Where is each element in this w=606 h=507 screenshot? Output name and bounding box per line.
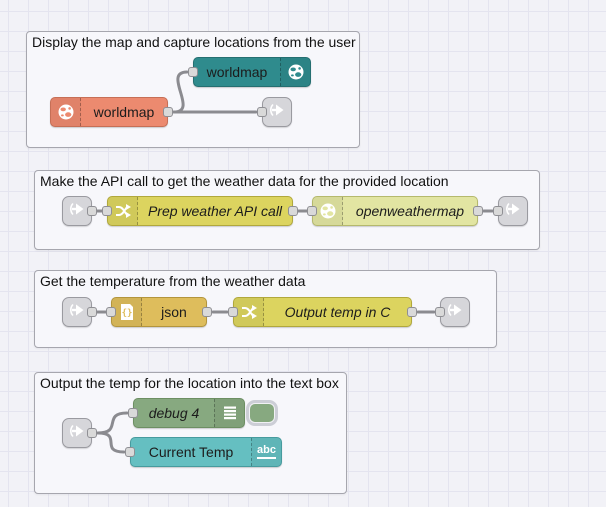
node-json[interactable]: {} json <box>106 297 212 327</box>
json-file-icon: {} <box>112 298 142 326</box>
node-change-output-temp[interactable]: Output temp in C <box>228 297 417 327</box>
output-port[interactable] <box>288 206 298 216</box>
wire-worldmap-to-worldmap-out[interactable] <box>172 70 189 114</box>
node-label: Prep weather API call <box>147 203 283 219</box>
output-port[interactable] <box>87 307 97 317</box>
group-display-map[interactable]: Display the map and capture locations fr… <box>26 31 360 148</box>
input-port[interactable] <box>188 67 198 77</box>
node-link-out-2[interactable] <box>493 196 528 226</box>
wire-link-in-to-debug[interactable] <box>96 411 129 435</box>
svg-text:{}: {} <box>121 309 132 319</box>
output-port[interactable] <box>473 206 483 216</box>
input-port[interactable] <box>128 408 138 418</box>
abc-text-glyph: abc <box>257 445 276 459</box>
group-label: Make the API call to get the weather dat… <box>40 173 449 189</box>
node-change-prep-weather[interactable]: Prep weather API call <box>102 196 298 226</box>
globe-icon <box>51 98 81 126</box>
output-port[interactable] <box>87 428 97 438</box>
link-arrow-icon <box>68 422 86 445</box>
node-openweathermap[interactable]: openweathermap <box>307 196 483 226</box>
input-port[interactable] <box>493 206 503 216</box>
shuffle-icon <box>234 298 264 326</box>
output-port[interactable] <box>407 307 417 317</box>
input-port[interactable] <box>307 206 317 216</box>
abc-text-icon: abc <box>251 438 281 466</box>
link-arrow-icon <box>504 200 522 223</box>
node-label: Current Temp <box>148 444 234 460</box>
debug-list-icon <box>223 406 236 420</box>
output-port[interactable] <box>202 307 212 317</box>
globe-icon <box>58 104 73 120</box>
node-label: worldmap <box>93 104 155 120</box>
shuffle-icon <box>241 305 257 319</box>
node-link-in-2[interactable] <box>62 297 97 327</box>
input-port[interactable] <box>228 307 238 317</box>
debug-toggle-button[interactable] <box>246 400 278 426</box>
node-link-in-3[interactable] <box>62 418 97 448</box>
globe-icon <box>313 197 343 225</box>
globe-icon <box>280 58 310 86</box>
link-arrow-icon <box>270 103 284 116</box>
input-port[interactable] <box>257 107 267 117</box>
input-port[interactable] <box>435 307 445 317</box>
node-link-in-1[interactable] <box>62 196 97 226</box>
node-link-out-3[interactable] <box>435 297 470 327</box>
link-arrow-icon <box>70 202 84 215</box>
node-worldmap-in[interactable]: worldmap <box>50 97 173 127</box>
output-port[interactable] <box>87 206 97 216</box>
link-arrow-icon <box>70 303 84 316</box>
node-label: openweathermap <box>355 203 465 219</box>
link-arrow-icon <box>446 301 464 324</box>
node-debug[interactable]: debug 4 <box>128 398 245 428</box>
link-arrow-icon <box>68 301 86 324</box>
group-label: Output the temp for the location into th… <box>40 375 339 391</box>
node-worldmap-out[interactable]: worldmap <box>188 57 311 87</box>
link-arrow-icon <box>70 424 84 437</box>
link-arrow-icon <box>448 303 462 316</box>
group-label: Display the map and capture locations fr… <box>32 34 356 50</box>
group-label: Get the temperature from the weather dat… <box>40 273 306 289</box>
json-file-icon: {} <box>120 304 133 320</box>
node-label: json <box>161 304 187 320</box>
link-arrow-icon <box>506 202 520 215</box>
input-port[interactable] <box>102 206 112 216</box>
shuffle-icon <box>115 204 131 218</box>
output-port[interactable] <box>163 107 173 117</box>
globe-icon <box>320 203 335 219</box>
node-ui-text-current-temp[interactable]: Current Temp abc <box>125 437 282 467</box>
debug-toggle-fill <box>250 404 274 422</box>
input-port[interactable] <box>125 447 135 457</box>
globe-icon <box>288 64 303 80</box>
node-label: Output temp in C <box>284 304 391 320</box>
input-port[interactable] <box>106 307 116 317</box>
debug-list-icon <box>214 399 244 427</box>
wire-link-in-to-current-temp[interactable] <box>96 431 126 454</box>
node-label: debug 4 <box>148 405 200 421</box>
node-link-out-1[interactable] <box>257 97 292 127</box>
shuffle-icon <box>108 197 138 225</box>
link-arrow-icon <box>68 200 86 223</box>
group-output-temp[interactable]: Output the temp for the location into th… <box>34 372 347 494</box>
node-label: worldmap <box>206 64 268 80</box>
link-arrow-icon <box>268 101 286 124</box>
